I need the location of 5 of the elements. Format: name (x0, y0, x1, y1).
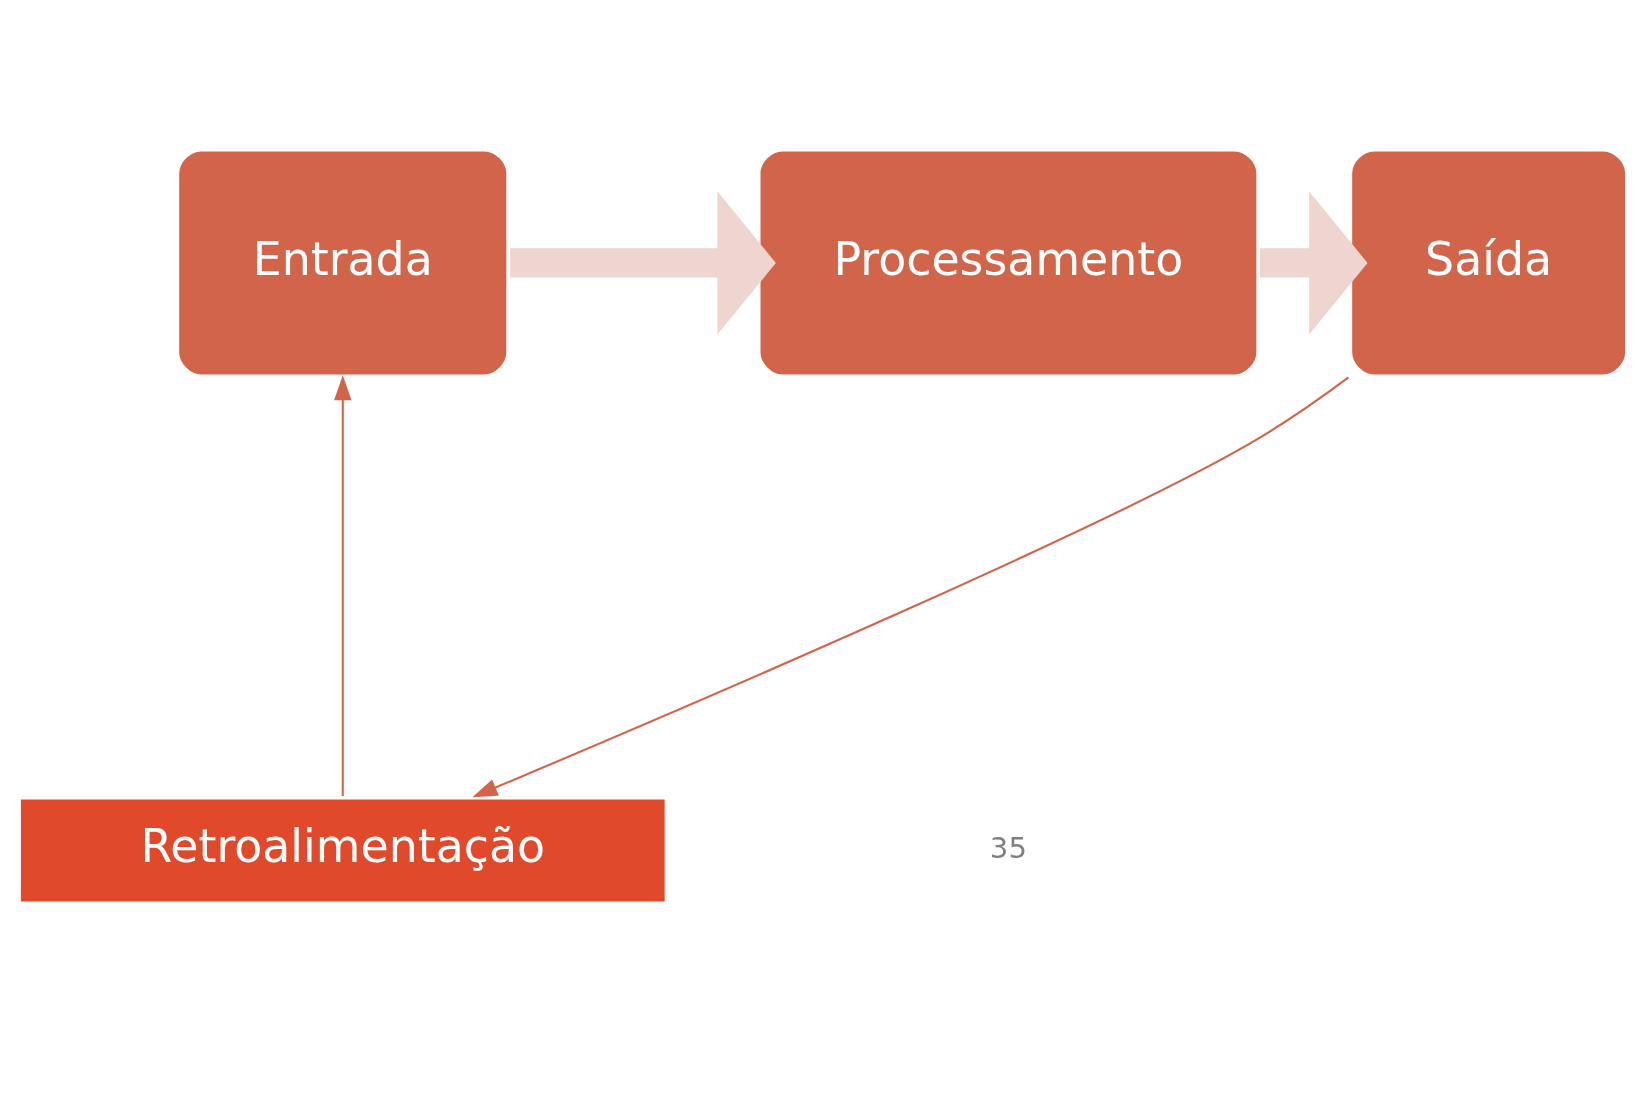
arrow (509, 190, 776, 334)
label: 35 (989, 830, 1027, 865)
arrow (471, 376, 1349, 797)
arrow (333, 374, 352, 796)
arrow (1259, 190, 1368, 334)
